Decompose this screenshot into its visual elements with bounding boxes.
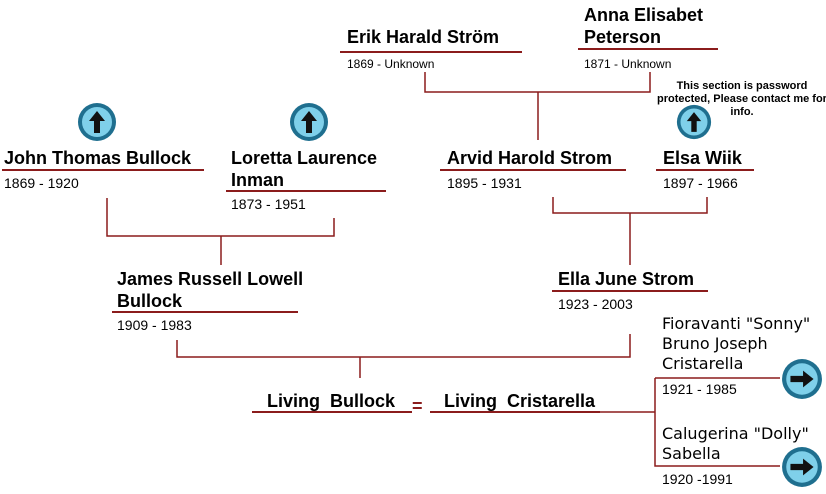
person-dates-anna: 1871 - Unknown [584,57,672,71]
person-name-john: John Thomas Bullock [4,148,192,168]
person-name-anna: Anna Elisabet Peterson [584,5,704,47]
name-underline [340,51,522,53]
person-name-elsa: Elsa Wiik [663,148,742,168]
person-dates-calugerina: 1920 -1991 [662,471,733,487]
person-name-calugerina: Calugerina "Dolly" Sabella [662,424,809,463]
person-name-fioravanti: Fioravanti "Sonny" Bruno Joseph Cristare… [662,314,811,373]
person-dates-arvid: 1895 - 1931 [447,175,522,191]
name-underline [656,169,754,171]
name-underline [552,290,708,292]
password-protected-note: This section is password protected, Plea… [657,80,826,118]
arrow-up-icon [676,104,712,140]
arrow-right-icon [782,447,822,487]
name-underline [2,169,204,171]
person-dates-john: 1869 - 1920 [4,175,79,191]
name-underline [440,169,626,171]
person-name-erik: Erik Harald Ström [347,27,500,47]
arrow-right-icon [782,359,822,399]
person-dates-erik: 1869 - Unknown [347,57,435,71]
name-underline [430,411,600,413]
name-underline [252,411,412,413]
person-name-ella: Ella June Strom [558,269,695,289]
name-underline [578,48,718,50]
arrow-up-icon [290,103,328,141]
person-dates-fioravanti: 1921 - 1985 [662,381,737,397]
person-dates-elsa: 1897 - 1966 [663,175,738,191]
navigate-up-button-wiik[interactable] [676,104,712,145]
person-dates-loretta: 1873 - 1951 [231,196,306,212]
person-name-living-bullock: Living Bullock [267,391,396,411]
person-name-james: James Russell Lowell Bullock [117,269,304,311]
navigate-right-button-cristarella[interactable] [781,358,823,405]
navigate-up-button-bullock[interactable] [77,102,117,147]
person-name-living-cristarella: Living Cristarella [444,391,596,411]
name-underline [112,311,298,313]
person-dates-ella: 1923 - 2003 [558,296,633,312]
navigate-up-button-inman[interactable] [289,102,329,147]
person-dates-james: 1909 - 1983 [117,317,192,333]
name-underline [226,190,386,192]
marriage-symbol: = [412,396,423,416]
navigate-right-button-sabella[interactable] [781,446,823,493]
person-name-arvid: Arvid Harold Strom [447,148,613,168]
arrow-up-icon [78,103,116,141]
person-name-loretta: Loretta Laurence Inman [231,148,378,190]
